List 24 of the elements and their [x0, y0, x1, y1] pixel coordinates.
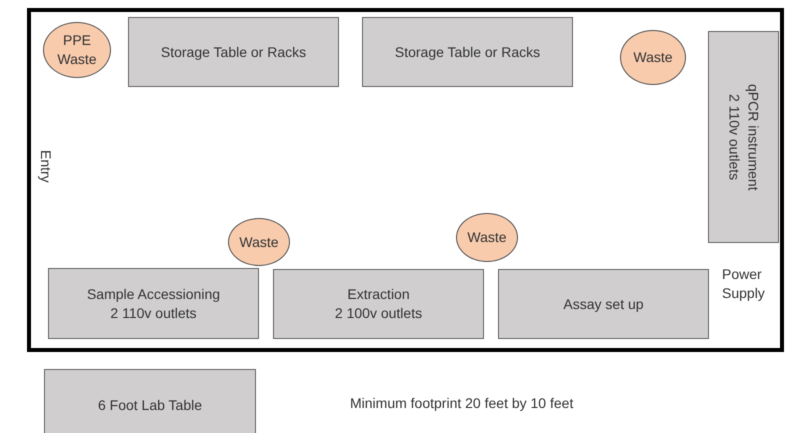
table-box — [498, 269, 709, 339]
table-box — [708, 31, 779, 243]
node-label: Assay set up — [563, 294, 644, 314]
node-note: 2 100v outlets — [334, 304, 422, 323]
node-label: Storage Table or Racks — [394, 42, 540, 62]
node-label: Waste — [633, 48, 673, 67]
node-label: qPCR instrument — [744, 84, 762, 190]
node-label: Extraction — [347, 285, 410, 304]
table-box — [44, 369, 256, 433]
table-box — [273, 269, 484, 339]
table-box — [48, 268, 259, 339]
power-supply-label: Power Supply — [722, 265, 766, 303]
footprint-note: Minimum footprint 20 feet by 10 feet — [350, 394, 574, 413]
node-label: Sample Accessioning — [86, 284, 220, 304]
node-label: Waste — [239, 232, 279, 252]
node-label: PPE Waste — [56, 31, 98, 69]
entry-label: Entry — [37, 150, 55, 183]
node-label: Storage Table or Racks — [160, 42, 306, 62]
node-label: Waste — [467, 228, 507, 247]
table-box — [362, 17, 573, 87]
node-note: 2 110v outlets — [726, 94, 744, 180]
node-note: 2 110v outlets — [110, 304, 197, 322]
node-label: 6 Foot Lab Table — [98, 396, 202, 414]
table-box — [128, 17, 339, 87]
